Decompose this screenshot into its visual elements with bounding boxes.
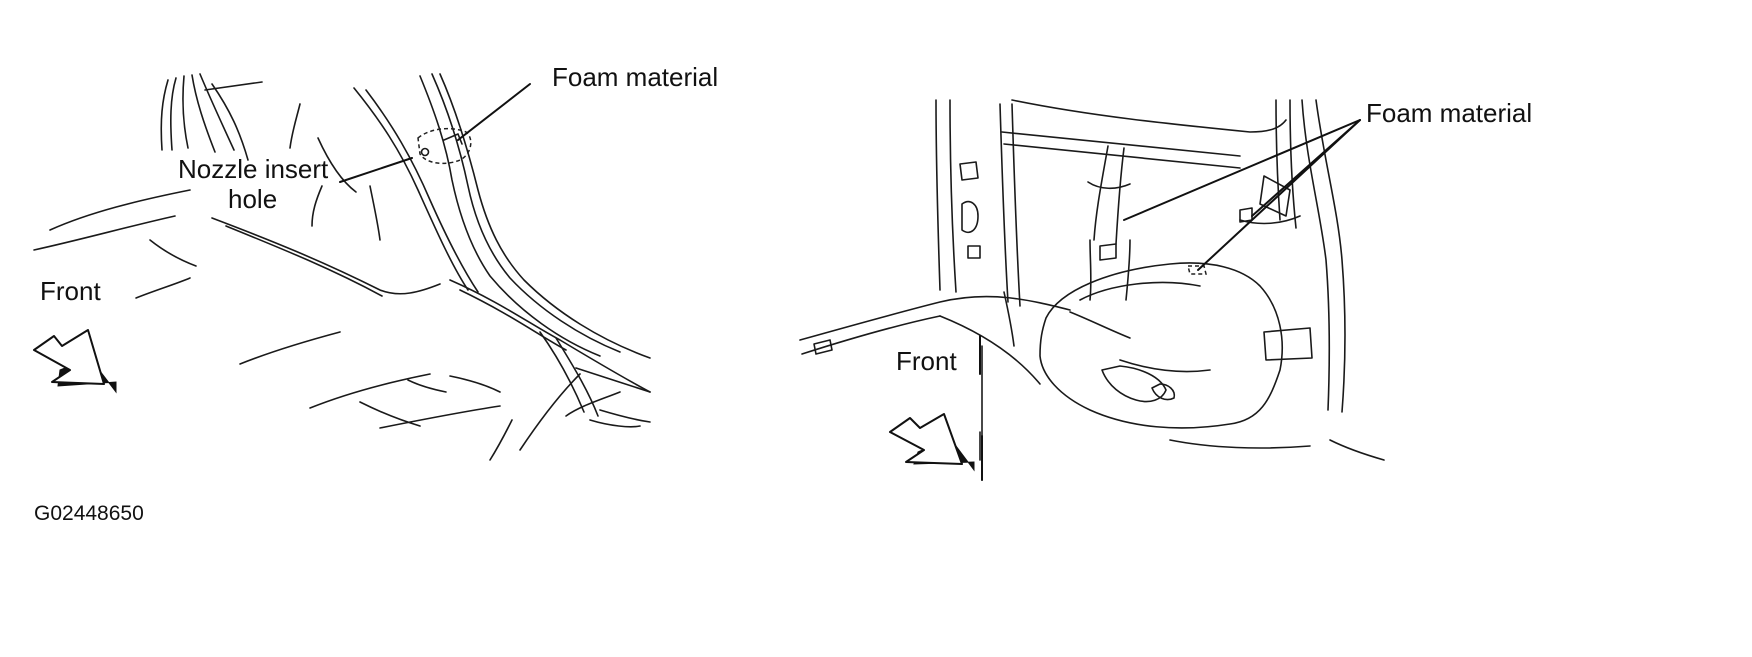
front-direction-arrow-icon — [889, 413, 975, 472]
left-body-structure — [33, 73, 651, 461]
left-nozzle-leader-line — [339, 157, 413, 183]
left-front-label: Front — [40, 276, 101, 306]
right-front-label: Front — [896, 346, 957, 376]
right-foam-leader-line-3 — [1197, 119, 1361, 271]
nozzle-insert-hole-label-line2: hole — [228, 184, 278, 214]
nozzle-insert-hole-label-line1: Nozzle insert — [178, 154, 329, 184]
right-foam-material-label: Foam material — [1366, 98, 1533, 128]
left-foam-material-label: Foam material — [552, 62, 719, 92]
right-view-drawing — [799, 99, 1385, 481]
left-foam-leader-line — [457, 83, 531, 141]
right-foam-leader-line-1 — [1123, 119, 1361, 221]
right-body-structure — [799, 99, 1385, 481]
figure-code: G02448650 — [34, 502, 144, 525]
front-direction-arrow-icon — [33, 329, 117, 394]
left-view-drawing — [33, 73, 651, 461]
